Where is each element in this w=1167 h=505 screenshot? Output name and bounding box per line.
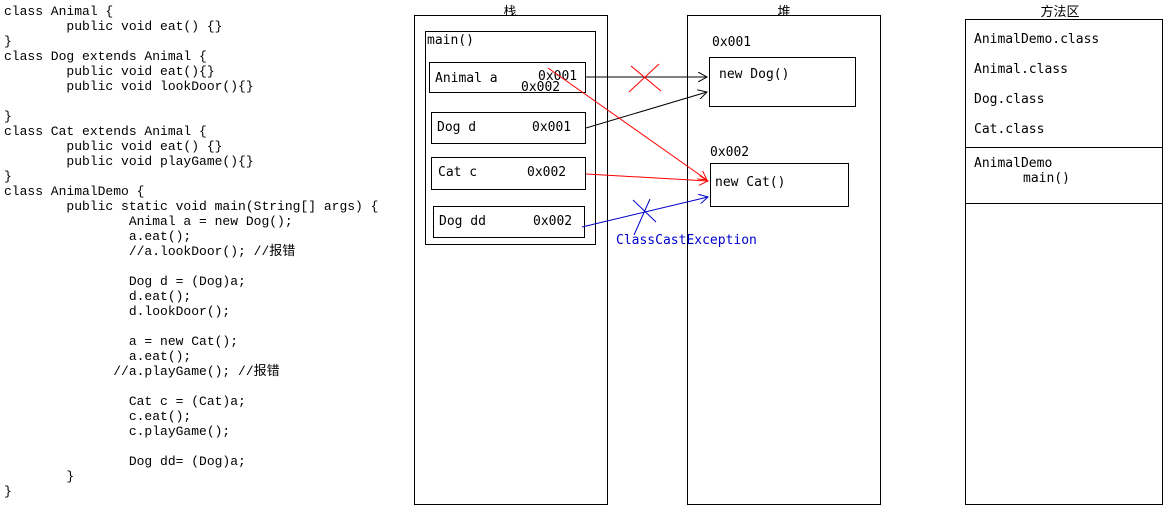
code-line: class AnimalDemo { [4,184,145,199]
code-line: c.eat(); [4,409,192,424]
cross-mark-a2 [628,63,660,93]
code-line: public void eat() {} [4,19,223,34]
code-line: class Animal { [4,4,114,19]
stack-var-cat-c [431,157,586,190]
code-line: c.playGame(); [4,424,231,439]
code-line: } [4,484,12,499]
var-name-dog-dd: Dog dd [439,214,486,229]
var-addr-dog-dd: 0x002 [533,214,573,229]
class-entry-animaldemo: AnimalDemo.class [974,32,1100,47]
code-line: public void eat() {} [4,139,223,154]
arrow-a-to-cat [547,67,707,180]
stack-var-dog-d [431,112,586,144]
code-line: Dog dd= (Dog)a; [4,454,246,469]
cross-mark-dd2 [633,198,651,236]
code-line: public void lookDoor(){} [4,79,254,94]
cross-mark-a1 [630,65,662,92]
code-line: public void playGame(){} [4,154,254,169]
method-class-name: AnimalDemo [974,156,1053,171]
code-line: class Cat extends Animal { [4,124,207,139]
heap-label-dog: new Dog() [719,67,790,82]
class-entry-animal: Animal.class [974,62,1068,77]
method-name: main() [1023,171,1070,186]
var-name-dog-d: Dog d [437,120,477,135]
code-line: public void eat(){} [4,64,215,79]
arrow-d-to-dog [585,92,707,129]
code-line: Cat c = (Cat)a; [4,394,246,409]
code-line: Animal a = new Dog(); [4,214,293,229]
var-name-cat-c: Cat c [438,165,478,180]
method-area-divider-1 [965,147,1163,148]
var-addr-cat-c: 0x002 [527,165,567,180]
method-area-panel [965,19,1163,505]
main-frame-label: main() [427,33,474,48]
code-line: a.eat(); [4,229,192,244]
code-listing: class Animal { public void eat() {}}clas… [4,4,378,499]
heap-label-cat: new Cat() [715,175,786,190]
code-line: public static void main(String[] args) { [4,199,379,214]
var-addr-animal-a: 0x001 [538,69,578,84]
heap-object-cat [710,163,849,207]
method-area-title: 方法区 [1040,5,1080,20]
method-area-divider-2 [965,203,1163,204]
code-line: } [4,469,75,484]
class-entry-cat: Cat.class [974,122,1045,137]
code-line: } [4,34,12,49]
heap-addr-dog: 0x001 [712,35,752,50]
code-line: } [4,169,12,184]
exception-label: ClassCastException [616,233,757,248]
stack-var-animal-a [429,62,586,93]
code-line: Dog d = (Dog)a; [4,274,246,289]
code-line: } [4,109,12,124]
code-line: //a.lookDoor(); //报错 [4,244,296,259]
code-line: class Dog extends Animal { [4,49,207,64]
code-line: d.lookDoor(); [4,304,231,319]
code-line: a = new Cat(); [4,334,239,349]
code-line: //a.playGame(); //报错 [4,364,280,379]
heap-object-dog [709,57,856,107]
arrow-c-to-cat [585,173,708,181]
code-line: a.eat(); [4,349,192,364]
var-addr-dog-d: 0x001 [532,120,572,135]
class-entry-dog: Dog.class [974,92,1045,107]
var-addr2-animal-a: 0x002 [521,80,561,95]
var-name-animal-a: Animal a [435,71,498,86]
stack-var-dog-dd [433,206,585,238]
heap-addr-cat: 0x002 [710,145,750,160]
code-line: d.eat(); [4,289,192,304]
